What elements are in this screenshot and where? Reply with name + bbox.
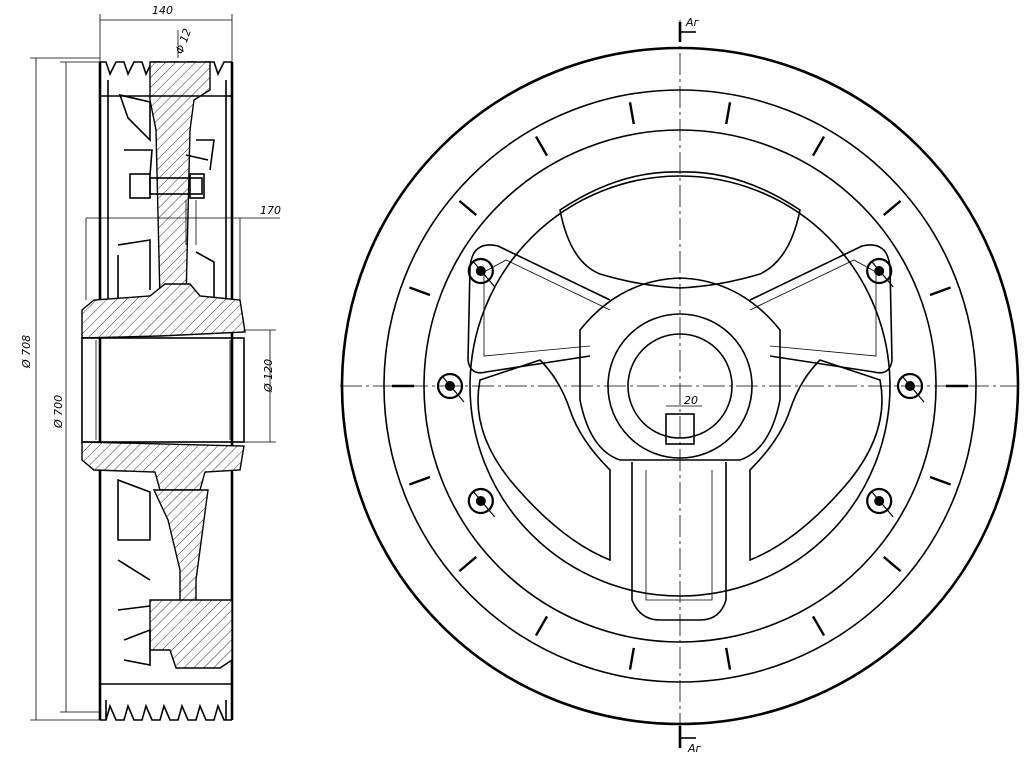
keyway	[665, 413, 695, 445]
bottom-teeth	[100, 703, 232, 721]
rim-slot	[811, 615, 826, 637]
rim-slot	[408, 475, 431, 486]
rim-slot	[882, 199, 902, 216]
hub-bore	[81, 337, 245, 443]
hub-section-bottom	[81, 441, 245, 491]
upper-window	[559, 171, 801, 289]
bolt	[896, 372, 925, 403]
section-marker-bottom: Аг	[687, 742, 702, 755]
outer-dia-dimension: Ø 708	[20, 335, 33, 369]
web-outline	[423, 129, 937, 643]
rim-slot	[534, 135, 549, 157]
spoke-ring	[469, 175, 891, 597]
hub-section-top	[81, 283, 246, 339]
inner-rim	[383, 89, 977, 683]
rim-slot	[628, 102, 635, 125]
inner-dia-dimension: Ø 700	[52, 395, 65, 429]
bolt	[866, 487, 894, 518]
bolt	[467, 257, 496, 288]
section-marker-top: Аг	[685, 16, 700, 29]
bolt	[866, 257, 894, 288]
front-view: Аг Аг 20	[340, 16, 1020, 755]
rim-slots	[392, 102, 968, 670]
rim-slot	[725, 102, 732, 125]
width-hub-dimension: 170	[260, 204, 281, 217]
hub-boss	[607, 313, 753, 459]
groove-dia-dimension: Φ 12	[173, 27, 194, 56]
outer-rim	[340, 46, 1020, 726]
rim-slot	[534, 615, 549, 637]
bolt-head	[129, 173, 151, 199]
rim-slot	[408, 286, 431, 297]
bolt	[436, 372, 465, 403]
side-section-view: 140 Φ 12 170	[20, 4, 281, 721]
rim-slot	[882, 556, 902, 573]
keyway-dimension: 20	[684, 394, 698, 407]
hub-outline	[579, 277, 781, 461]
rim-slot	[628, 647, 635, 670]
right-window	[749, 359, 883, 562]
rim-slot	[725, 647, 732, 670]
width-top-dimension: 140	[152, 4, 173, 17]
rim-slot	[929, 475, 952, 486]
lower-rim-section	[149, 599, 233, 669]
hub-bore-circle	[627, 333, 733, 439]
rim-slot	[811, 135, 826, 157]
left-window	[477, 359, 611, 562]
rim-slot	[458, 199, 478, 216]
lower-spoke-section	[152, 489, 209, 611]
bolt-group	[436, 257, 925, 518]
bore-dia-dimension: Ø 120	[262, 359, 275, 393]
upper-spoke-section	[149, 61, 211, 301]
bolt	[467, 487, 496, 518]
rim-slot	[458, 556, 478, 573]
rim-slot	[929, 286, 952, 297]
